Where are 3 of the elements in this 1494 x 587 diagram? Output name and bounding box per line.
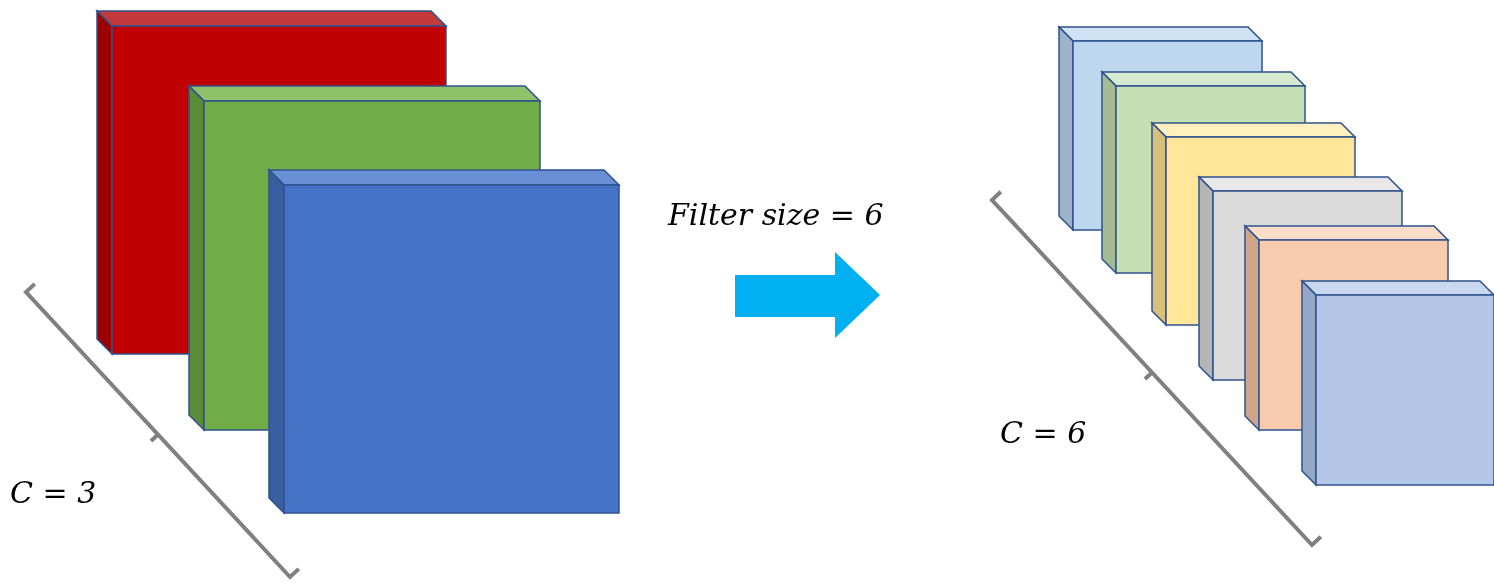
math-label: C = 3: [10, 478, 97, 508]
math-label: Filter size = 6: [668, 200, 884, 230]
math-label: C = 6: [1000, 418, 1087, 448]
